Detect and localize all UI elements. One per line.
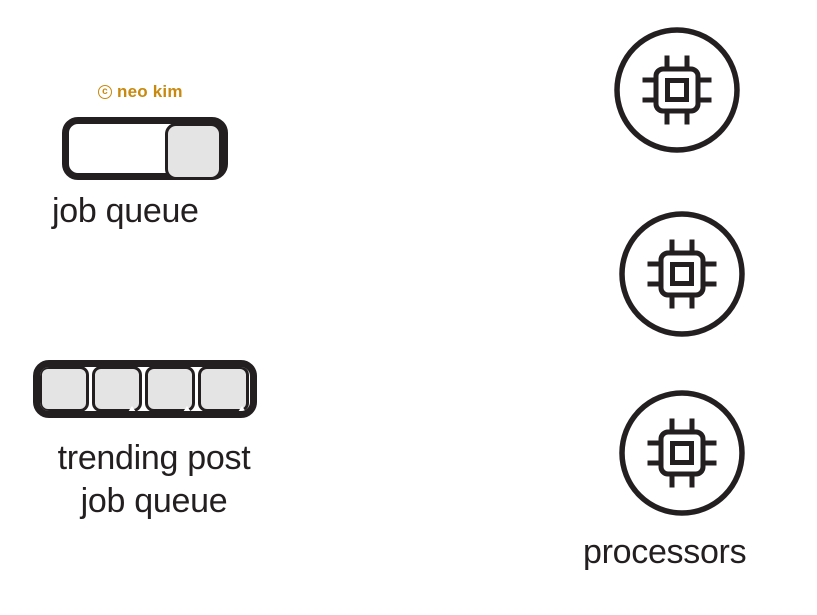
cpu-chip-icon bbox=[614, 27, 740, 153]
processor-3 bbox=[617, 388, 747, 518]
job-queue-filled-cell bbox=[165, 123, 222, 180]
trending-queue-cell-1 bbox=[40, 367, 90, 411]
processors-label: processors bbox=[583, 533, 747, 571]
trending-post-job-queue-label-line2: job queue bbox=[80, 481, 228, 520]
trending-post-job-queue-container bbox=[33, 360, 257, 418]
trending-queue-cell-4 bbox=[198, 367, 249, 411]
watermark-label: neo kim bbox=[117, 82, 183, 101]
cpu-chip-icon bbox=[619, 211, 745, 337]
trending-queue-cell-2 bbox=[92, 367, 143, 411]
trending-queue-cell-3 bbox=[145, 367, 196, 411]
job-queue-container bbox=[62, 117, 228, 180]
trending-post-job-queue-label-line1: trending post bbox=[57, 439, 251, 477]
job-queue-label: job queue bbox=[52, 192, 199, 230]
trending-post-job-queue-label: trending post job queue bbox=[29, 437, 279, 523]
cpu-chip-icon bbox=[619, 390, 745, 516]
processor-2 bbox=[617, 209, 747, 339]
divider-notch-3 bbox=[238, 406, 246, 411]
copyright-icon: c bbox=[98, 85, 112, 99]
divider-notch-2 bbox=[183, 406, 191, 411]
watermark: c neo kim bbox=[98, 82, 183, 102]
divider-notch-1 bbox=[128, 406, 136, 411]
processor-1 bbox=[612, 25, 742, 155]
